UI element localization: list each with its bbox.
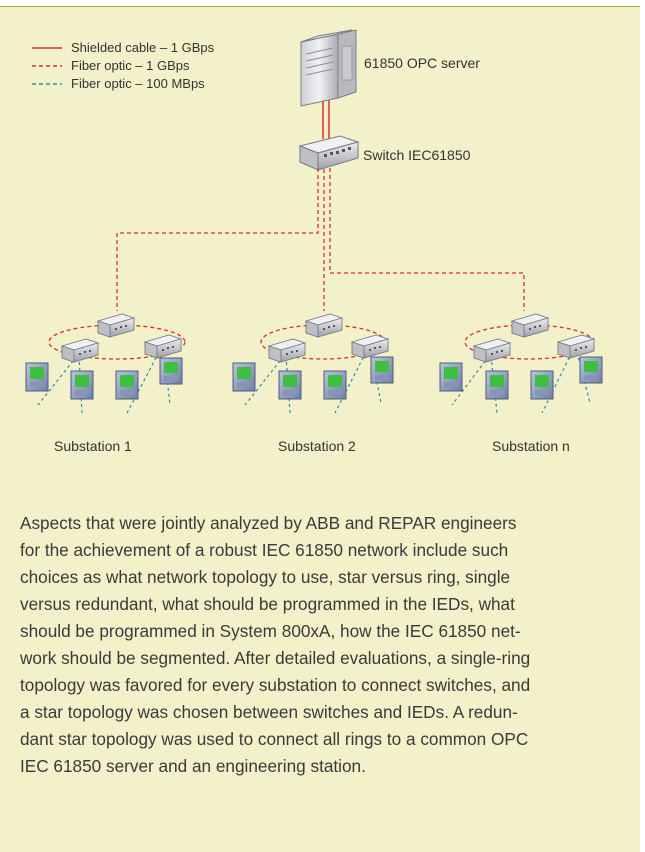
caption-line: Aspects that were jointly analyzed by AB… (20, 513, 517, 533)
switch-icon (350, 334, 390, 359)
substation-n-label: Substation n (492, 438, 570, 454)
caption-line: versus redundant, what should be program… (20, 594, 515, 614)
caption-line: choices as what network topology to use,… (20, 567, 511, 587)
ied-icon (159, 357, 183, 385)
switch-label: Switch IEC61850 (363, 147, 471, 163)
switch-icon (304, 313, 344, 338)
legend-label-shielded: Shielded cable – 1 GBps (71, 40, 215, 55)
ied-icon (370, 356, 394, 384)
legend: Shielded cable – 1 GBps Fiber optic – 1 … (32, 40, 215, 91)
ied-icon (115, 370, 139, 400)
server-icon (300, 29, 357, 107)
switch-icon (60, 338, 100, 363)
ied-icon (232, 362, 256, 392)
ied-icon (485, 370, 509, 400)
caption-line: should be programmed in System 800xA, ho… (20, 621, 521, 641)
ied-icon (323, 370, 347, 400)
substation-1-group: Substation 1 (25, 313, 186, 454)
trunk-line-substation-1 (116, 168, 319, 311)
switch-icon (267, 338, 307, 363)
caption-line: IEC 61850 server and an engineering stat… (20, 756, 366, 776)
caption-line: for the achievement of a robust IEC 6185… (20, 540, 509, 560)
switch-icon (298, 135, 360, 171)
caption-line: topology was favored for every substatio… (20, 675, 531, 695)
ied-icon (530, 370, 554, 400)
substation-1-label: Substation 1 (54, 438, 132, 454)
ied-icon (70, 370, 94, 400)
switch-icon (143, 334, 183, 359)
trunk-line-substation-n (329, 168, 525, 311)
substation-n-group: Substation n (439, 313, 603, 454)
legend-label-fiber-100m: Fiber optic – 100 MBps (71, 76, 205, 91)
server-label: 61850 OPC server (364, 55, 480, 71)
network-diagram: Shielded cable – 1 GBps Fiber optic – 1 … (25, 29, 603, 454)
ied-icon (439, 362, 463, 392)
caption-line: work should be segmented. After detailed… (20, 648, 531, 668)
switch-icon (510, 313, 550, 338)
caption-line: a star topology was chosen between switc… (20, 702, 518, 722)
switch-icon (472, 338, 512, 363)
substation-2-group: Substation 2 (232, 313, 394, 454)
switch-icon (96, 313, 136, 338)
switch-icon (556, 334, 596, 359)
ied-icon (278, 370, 302, 400)
caption-line: dant star topology was used to connect a… (20, 729, 529, 749)
substation-2-label: Substation 2 (278, 438, 356, 454)
ied-icon (25, 362, 49, 392)
ied-icon (579, 356, 603, 384)
legend-label-fiber-1g: Fiber optic – 1 GBps (71, 58, 190, 73)
caption-paragraph: Aspects that were jointly analyzed by AB… (20, 510, 632, 780)
